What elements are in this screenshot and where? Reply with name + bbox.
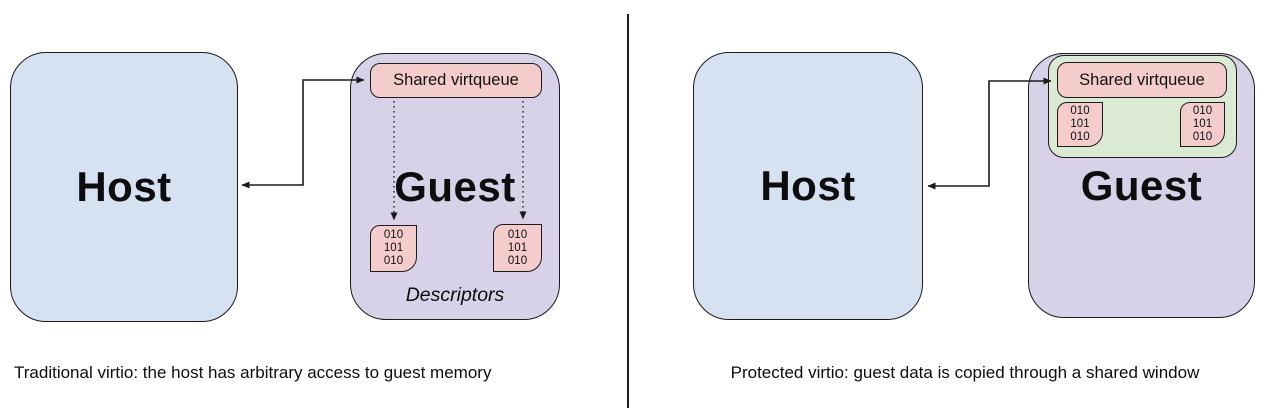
descriptor-bits: 010 101 010 bbox=[1192, 105, 1213, 143]
shared-virtqueue-label: Shared virtqueue bbox=[1079, 70, 1205, 89]
guest-label: Guest bbox=[1080, 161, 1203, 209]
shared-virtqueue-box: Shared virtqueue bbox=[370, 63, 542, 98]
shared-virtqueue-label: Shared virtqueue bbox=[393, 71, 519, 89]
descriptor-bits: 010 101 010 bbox=[1070, 105, 1090, 143]
host-label: Host bbox=[760, 162, 856, 209]
caption-protected: Protected virtio: guest data is copied t… bbox=[730, 363, 1200, 382]
host-box: Host bbox=[693, 52, 923, 320]
descriptor-box: 010 101 010 bbox=[1180, 102, 1225, 147]
descriptor-bits: 010 101 010 bbox=[507, 228, 528, 267]
host-virtqueue-arrow bbox=[241, 76, 365, 189]
caption-traditional: Traditional virtio: the host has arbitra… bbox=[14, 363, 492, 382]
host-box: Host bbox=[10, 52, 238, 322]
descriptor-box: 010 101 010 bbox=[493, 224, 542, 272]
host-label: Host bbox=[76, 163, 172, 210]
shared-virtqueue-box: Shared virtqueue bbox=[1057, 62, 1227, 98]
descriptor-box: 010 101 010 bbox=[370, 225, 417, 272]
guest-label: Guest bbox=[394, 162, 516, 210]
descriptor-bits: 010 101 010 bbox=[383, 229, 404, 267]
descriptors-label: Descriptors bbox=[405, 284, 505, 306]
descriptor-box: 010 101 010 bbox=[1057, 102, 1103, 147]
